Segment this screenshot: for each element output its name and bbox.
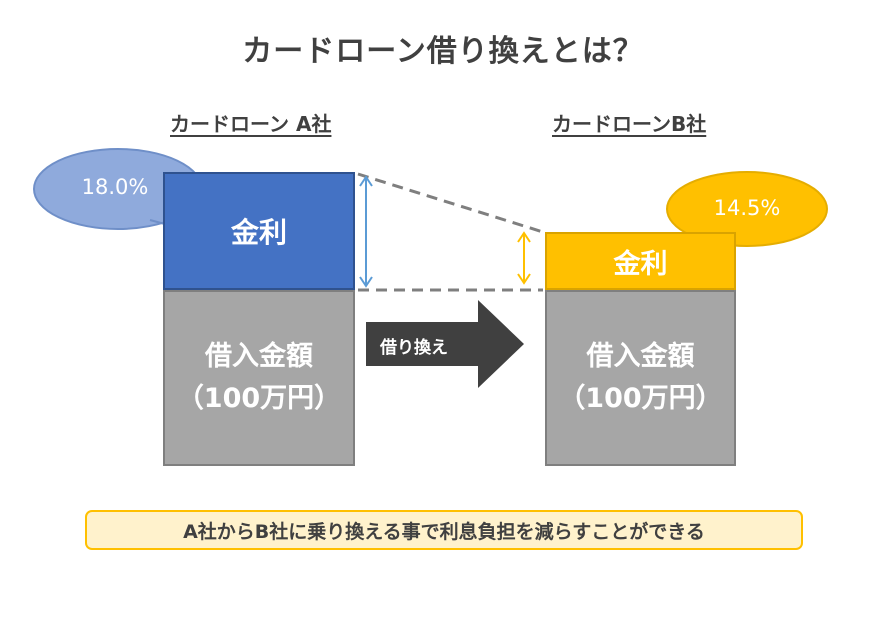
page-title: カードローン借り換えとは？ xyxy=(242,34,644,69)
interest-box-b: 金利 xyxy=(545,232,736,290)
interest-height-arrow-b xyxy=(517,231,531,285)
interest-height-arrow-a xyxy=(359,175,373,288)
refinance-arrow xyxy=(366,300,524,388)
principal-amount-a: （100万円） xyxy=(176,383,342,414)
rate-b-text: 14.5% xyxy=(713,196,781,220)
summary-note: A社からB社に乗り換える事で利息負担を減らすことができる xyxy=(85,510,803,550)
rate-a-text: 18.0% xyxy=(81,175,149,199)
summary-note-text: A社からB社に乗り換える事で利息負担を減らすことができる xyxy=(183,520,705,543)
company-a-label: カードローン A社 xyxy=(170,112,332,136)
dashed-connector-top xyxy=(357,172,544,234)
refinance-arrow-label: 借り換え xyxy=(380,338,448,358)
principal-amount-b: （100万円） xyxy=(558,383,723,414)
interest-label-b: 金利 xyxy=(613,248,668,280)
principal-label-a: 借入金額 xyxy=(205,341,313,372)
principal-box-a: 借入金額 （100万円） xyxy=(163,290,355,466)
interest-box-a: 金利 xyxy=(163,172,355,290)
principal-label-b: 借入金額 xyxy=(586,341,695,372)
interest-label-a: 金利 xyxy=(230,216,287,249)
company-b-label: カードローンB社 xyxy=(552,112,707,136)
principal-box-b: 借入金額 （100万円） xyxy=(545,290,736,466)
